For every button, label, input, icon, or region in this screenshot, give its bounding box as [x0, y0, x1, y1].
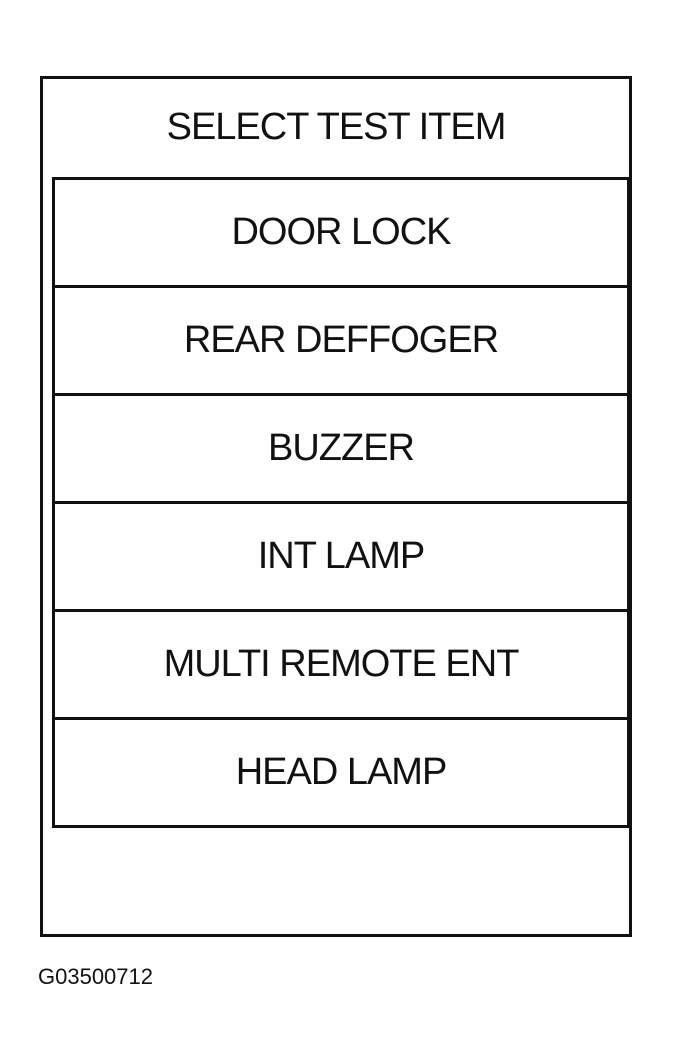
menu-item-head-lamp[interactable]: HEAD LAMP — [55, 720, 627, 828]
screen-title: SELECT TEST ITEM — [166, 106, 507, 148]
menu-item-int-lamp[interactable]: INT LAMP — [55, 504, 627, 612]
menu-item-rear-defogger[interactable]: REAR DEFFOGER — [55, 288, 627, 396]
test-item-menu: DOOR LOCK REAR DEFFOGER BUZZER INT LAMP … — [52, 177, 630, 828]
menu-item-door-lock[interactable]: DOOR LOCK — [55, 180, 627, 288]
tester-screen: SELECT TEST ITEM DOOR LOCK REAR DEFFOGER… — [40, 76, 632, 937]
figure-code: G03500712 — [38, 964, 153, 989]
menu-item-multi-remote-ent[interactable]: MULTI REMOTE ENT — [55, 612, 627, 720]
menu-item-buzzer[interactable]: BUZZER — [55, 396, 627, 504]
